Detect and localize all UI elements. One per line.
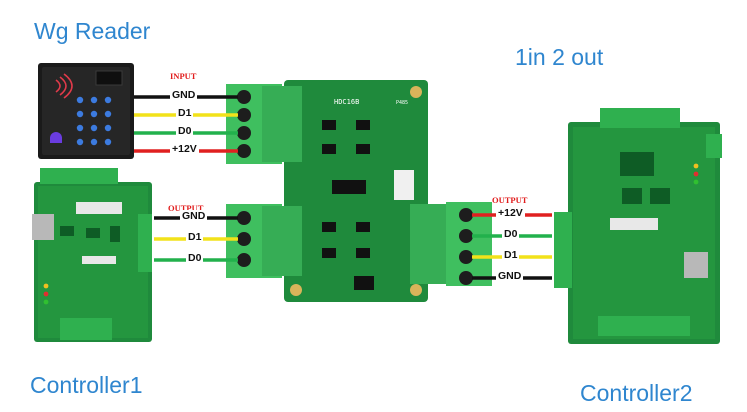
controller2-board bbox=[554, 108, 722, 344]
module-model-label: HDC16B bbox=[334, 98, 359, 106]
output-right-label-gnd: GND bbox=[496, 270, 524, 282]
output-right-tag: OUTPUT bbox=[492, 195, 528, 205]
output-left-label-gnd: GND bbox=[180, 210, 208, 222]
reader-title: Wg Reader bbox=[34, 18, 151, 44]
output-right-terminal-block bbox=[410, 202, 492, 286]
output-right-label-d0: D0 bbox=[502, 228, 520, 240]
controller1-title: Controller1 bbox=[30, 372, 143, 398]
input-wire-label-d0: D0 bbox=[176, 125, 194, 137]
output-left-terminal-block bbox=[226, 204, 302, 278]
output-right-label-d1: D1 bbox=[502, 249, 520, 261]
rfid-keypad-reader-icon bbox=[38, 63, 134, 159]
controller2-title: Controller2 bbox=[580, 380, 693, 406]
mode-title: 1in 2 out bbox=[515, 44, 604, 70]
input-wire-label-12v: +12V bbox=[170, 143, 199, 155]
output-left-tag: OUTPUT bbox=[168, 203, 204, 213]
input-wire-label-gnd: GND bbox=[170, 89, 198, 101]
output-left-label-d1: D1 bbox=[186, 231, 204, 243]
controller1-board bbox=[32, 168, 152, 342]
input-wire-label-d1: D1 bbox=[176, 107, 194, 119]
output-right-label-12v: +12V bbox=[496, 207, 525, 219]
module-port-label: P485 bbox=[396, 100, 408, 106]
input-tag: INPUT bbox=[170, 71, 197, 81]
output-left-label-d0: D0 bbox=[186, 252, 204, 264]
hdc16b-module bbox=[284, 80, 428, 302]
